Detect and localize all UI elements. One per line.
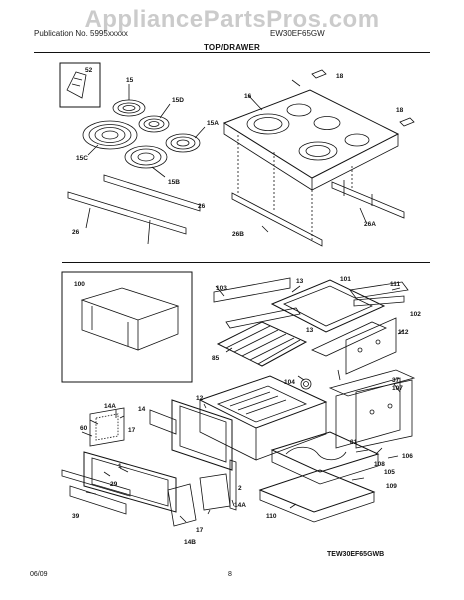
part-insulation-14b xyxy=(167,473,231,527)
bottom-callout-26: 105 xyxy=(384,469,395,476)
part-drawer-100 xyxy=(61,271,193,383)
bottom-callout-11: 104 xyxy=(284,379,295,386)
part-element-15b xyxy=(124,145,168,169)
bottom-callout-18: 39 xyxy=(72,513,80,520)
bottom-callout-20: 14B xyxy=(184,539,196,546)
bottom-callout-13: 14A xyxy=(104,403,116,410)
part-element-15a xyxy=(165,133,201,153)
part-element-81 xyxy=(270,431,380,485)
part-element-15d xyxy=(138,115,170,133)
part-trim-111 xyxy=(349,281,409,307)
part-clip-18 xyxy=(311,69,415,127)
part-panel-103 xyxy=(213,277,301,329)
part-door-14 xyxy=(149,399,233,471)
top-callout-6: 26 xyxy=(198,203,206,210)
bottom-callout-23: 14A xyxy=(234,502,246,509)
part-element-15 xyxy=(112,99,146,117)
top-callout-12: 26A xyxy=(364,221,376,228)
part-side-102 xyxy=(311,317,397,375)
part-bracket-26 xyxy=(67,174,201,245)
bottom-callout-21: 17 xyxy=(196,527,204,534)
part-knob-104 xyxy=(300,378,312,390)
part-insulation-14a xyxy=(89,407,125,447)
bottom-callout-22: 2 xyxy=(238,485,242,492)
bottom-callout-15: 17 xyxy=(128,427,136,434)
top-callout-8: 16 xyxy=(244,93,252,100)
top-callout-7: 26 xyxy=(72,229,80,236)
part-base-110 xyxy=(258,469,376,523)
bottom-callout-6: 102 xyxy=(410,311,421,318)
publication-number: Publication No. 5995xxxxx xyxy=(34,29,128,38)
top-callout-5: 15B xyxy=(168,179,180,186)
part-element-15c xyxy=(82,120,138,150)
part-bracket-52 xyxy=(59,62,101,108)
header-rule xyxy=(34,52,430,53)
bottom-callout-19: 1 xyxy=(118,463,122,470)
part-side-107 xyxy=(328,369,416,449)
bottom-callout-10: 107 xyxy=(392,385,403,392)
top-callout-1: 15 xyxy=(126,77,134,84)
part-drawer-front-1 xyxy=(61,451,177,515)
top-callout-2: 15D xyxy=(172,97,184,104)
bottom-callout-4: 111 xyxy=(390,281,401,288)
part-panel-101 xyxy=(270,279,386,333)
bottom-callout-1: 103 xyxy=(216,285,227,292)
part-cooktop-16 xyxy=(222,79,400,191)
bottom-callout-7: 85 xyxy=(212,355,220,362)
part-trim-26b xyxy=(231,192,323,247)
model-number: EW30EF65GW xyxy=(270,29,325,38)
watermark: AppliancePartsPros.com xyxy=(84,6,380,33)
bottom-callout-2: 13 xyxy=(296,278,304,285)
top-callout-10: 18 xyxy=(396,107,404,114)
bottom-callout-0: 100 xyxy=(74,281,85,288)
top-callout-9: 18 xyxy=(336,73,344,80)
bottom-callout-29: 110 xyxy=(266,513,277,520)
top-callout-labels: 52 15 15D 15A 15C 15B 26 26 16 18 18 26B 26A xyxy=(72,67,404,238)
bottom-callout-27: 106 xyxy=(402,453,413,460)
bottom-callout-9: 37 xyxy=(392,377,400,384)
page-number: 8 xyxy=(228,571,232,578)
bottom-callout-5: 112 xyxy=(398,329,409,336)
bottom-callout-14: 14 xyxy=(138,406,146,413)
bottom-callout-25: 108 xyxy=(374,461,385,468)
bottom-callout-17: 29 xyxy=(110,481,118,488)
footer-date: 06/09 xyxy=(30,571,48,578)
diagram-model-code: TEW30EF65GWB xyxy=(327,551,385,558)
top-callout-11: 26B xyxy=(232,231,244,238)
section-divider xyxy=(62,262,430,263)
top-callout-0: 52 xyxy=(85,67,93,74)
part-support-26a xyxy=(331,180,405,223)
bottom-callout-16: 60 xyxy=(80,425,88,432)
part-cavity-12 xyxy=(198,375,328,461)
bottom-callout-8: 13 xyxy=(306,327,314,334)
bottom-callout-3: 101 xyxy=(340,276,351,283)
section-title: TOP/DRAWER xyxy=(203,43,261,52)
top-callout-3: 15A xyxy=(207,120,219,127)
part-rack-85 xyxy=(216,321,308,367)
part-rail-2 xyxy=(229,459,237,511)
top-callout-4: 15C xyxy=(76,155,88,162)
bottom-callout-28: 109 xyxy=(386,483,397,490)
bottom-callout-12: 12 xyxy=(196,395,204,402)
bottom-callout-24: 81 xyxy=(350,439,358,446)
